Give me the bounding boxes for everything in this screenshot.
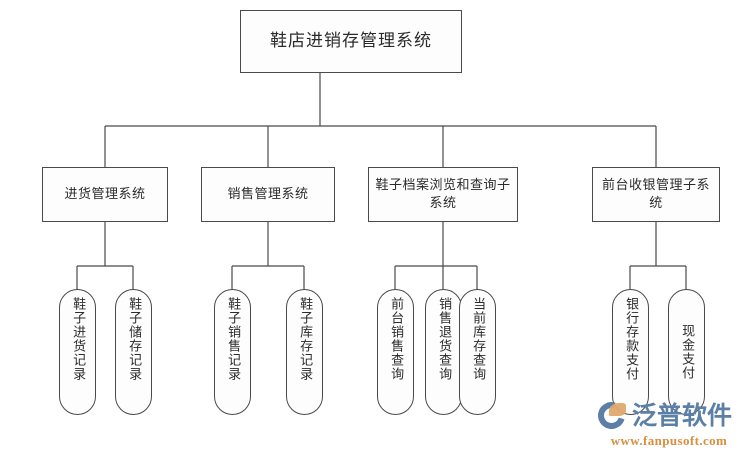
node-leaf-label: 前台销售查询 <box>388 297 404 381</box>
node-leaf-label: 现金支付 <box>679 324 695 380</box>
node-leaf-shoe-sales-record[interactable]: 鞋子销售记录 <box>214 289 251 415</box>
node-leaf-shoe-inventory-record[interactable]: 鞋子库存记录 <box>286 289 323 415</box>
node-leaf-shoe-storage-record[interactable]: 鞋子储存记录 <box>115 289 152 415</box>
node-leaf-label: 鞋子销售记录 <box>225 297 241 381</box>
watermark-url-text: www.fanpusoft.com <box>610 433 728 448</box>
node-subsystem-label: 进货管理系统 <box>64 186 146 202</box>
node-subsystem-sales[interactable]: 销售管理系统 <box>201 167 335 222</box>
node-leaf-front-desk-sales-query[interactable]: 前台销售查询 <box>377 289 414 415</box>
node-root-label: 鞋店进销存管理系统 <box>270 30 432 51</box>
node-leaf-sales-return-query[interactable]: 销售退货查询 <box>425 289 462 415</box>
node-subsystem-cashier[interactable]: 前台收银管理子系统 <box>592 167 720 222</box>
node-leaf-label: 销售退货查询 <box>436 297 452 381</box>
node-leaf-current-inventory-query[interactable]: 当前库存查询 <box>459 289 496 415</box>
node-leaf-label: 鞋子进货记录 <box>70 297 86 381</box>
node-subsystem-label: 前台收银管理子系统 <box>601 177 710 211</box>
node-leaf-label: 银行存款支付 <box>623 297 639 381</box>
node-leaf-cash-payment[interactable]: 现金支付 <box>668 289 705 415</box>
node-leaf-label: 当前库存查询 <box>470 297 486 381</box>
node-subsystem-label: 销售管理系统 <box>227 186 309 202</box>
node-leaf-label: 鞋子库存记录 <box>297 297 313 381</box>
node-leaf-bank-deposit-payment[interactable]: 银行存款支付 <box>612 289 649 415</box>
node-subsystem-procurement[interactable]: 进货管理系统 <box>42 167 168 222</box>
node-root[interactable]: 鞋店进销存管理系统 <box>240 10 462 73</box>
node-leaf-shoe-purchase-record[interactable]: 鞋子进货记录 <box>59 289 96 415</box>
node-leaf-label: 鞋子储存记录 <box>126 297 142 381</box>
node-subsystem-label: 鞋子档案浏览和查询子系统 <box>375 177 511 211</box>
node-subsystem-archive-query[interactable]: 鞋子档案浏览和查询子系统 <box>368 167 518 222</box>
